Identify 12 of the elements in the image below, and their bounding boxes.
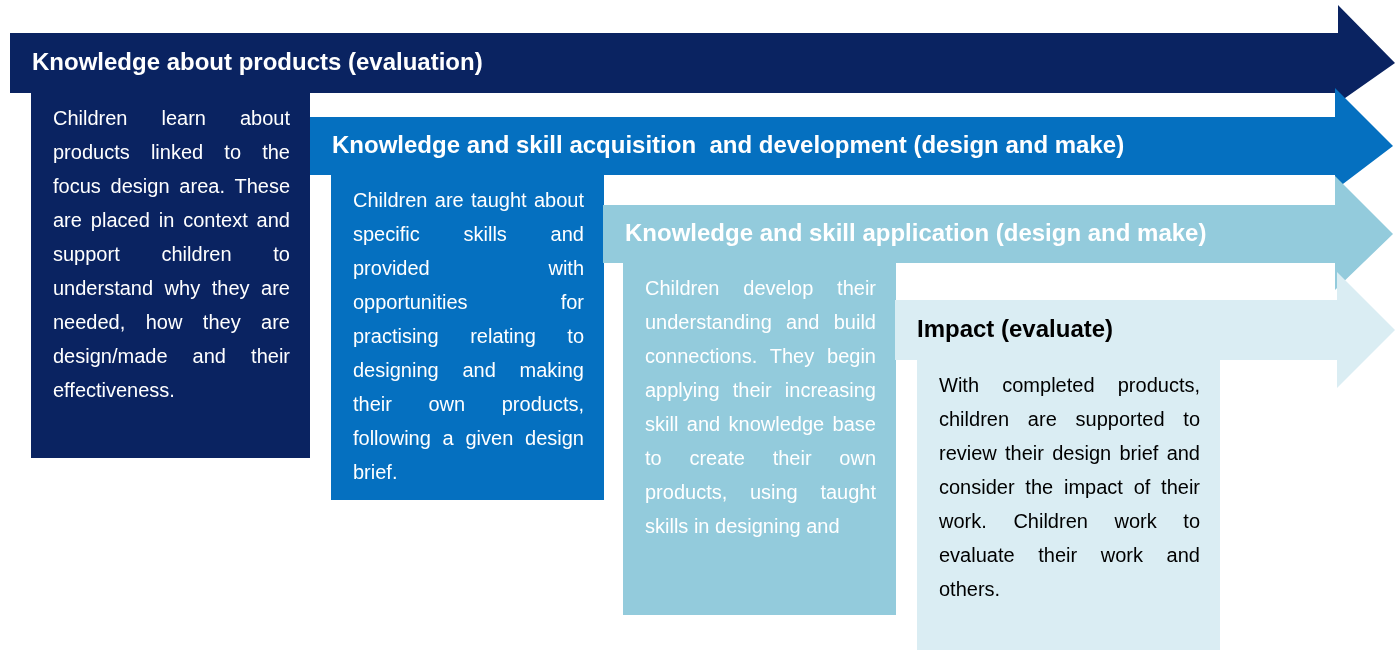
text-panel bbox=[331, 175, 604, 500]
text-panel bbox=[31, 93, 310, 458]
description-text: Children learn about products linked to the focus design area. These are placed in context and support children to understand why they are needed, how they are design/made and their effectiveness. bbox=[53, 106, 290, 403]
stage-heading: Impact (evaluate) bbox=[917, 315, 1114, 343]
description-text: With completed products, children are supported to review their design brief and consider the impact of their work. Children work to evaluate their work and others. bbox=[939, 373, 1200, 602]
description-text: Children develop their understanding and build connections. They begin applying their increasing skill and knowledge base to create their own products, using taught skills in designing and bbox=[645, 276, 876, 539]
text-panel bbox=[623, 263, 896, 615]
description-text: Children are taught about specific skills and provided with opportunities for practising relating to designing and making their own products, following a given design brief. bbox=[353, 188, 584, 485]
text-panel bbox=[917, 360, 1220, 650]
stage-heading: Knowledge and skill acquisition and development (design and make) bbox=[332, 131, 1125, 159]
stage-heading: Knowledge and skill application (design and make) bbox=[625, 219, 1207, 247]
stage-heading: Knowledge about products (evaluation) bbox=[32, 48, 483, 76]
